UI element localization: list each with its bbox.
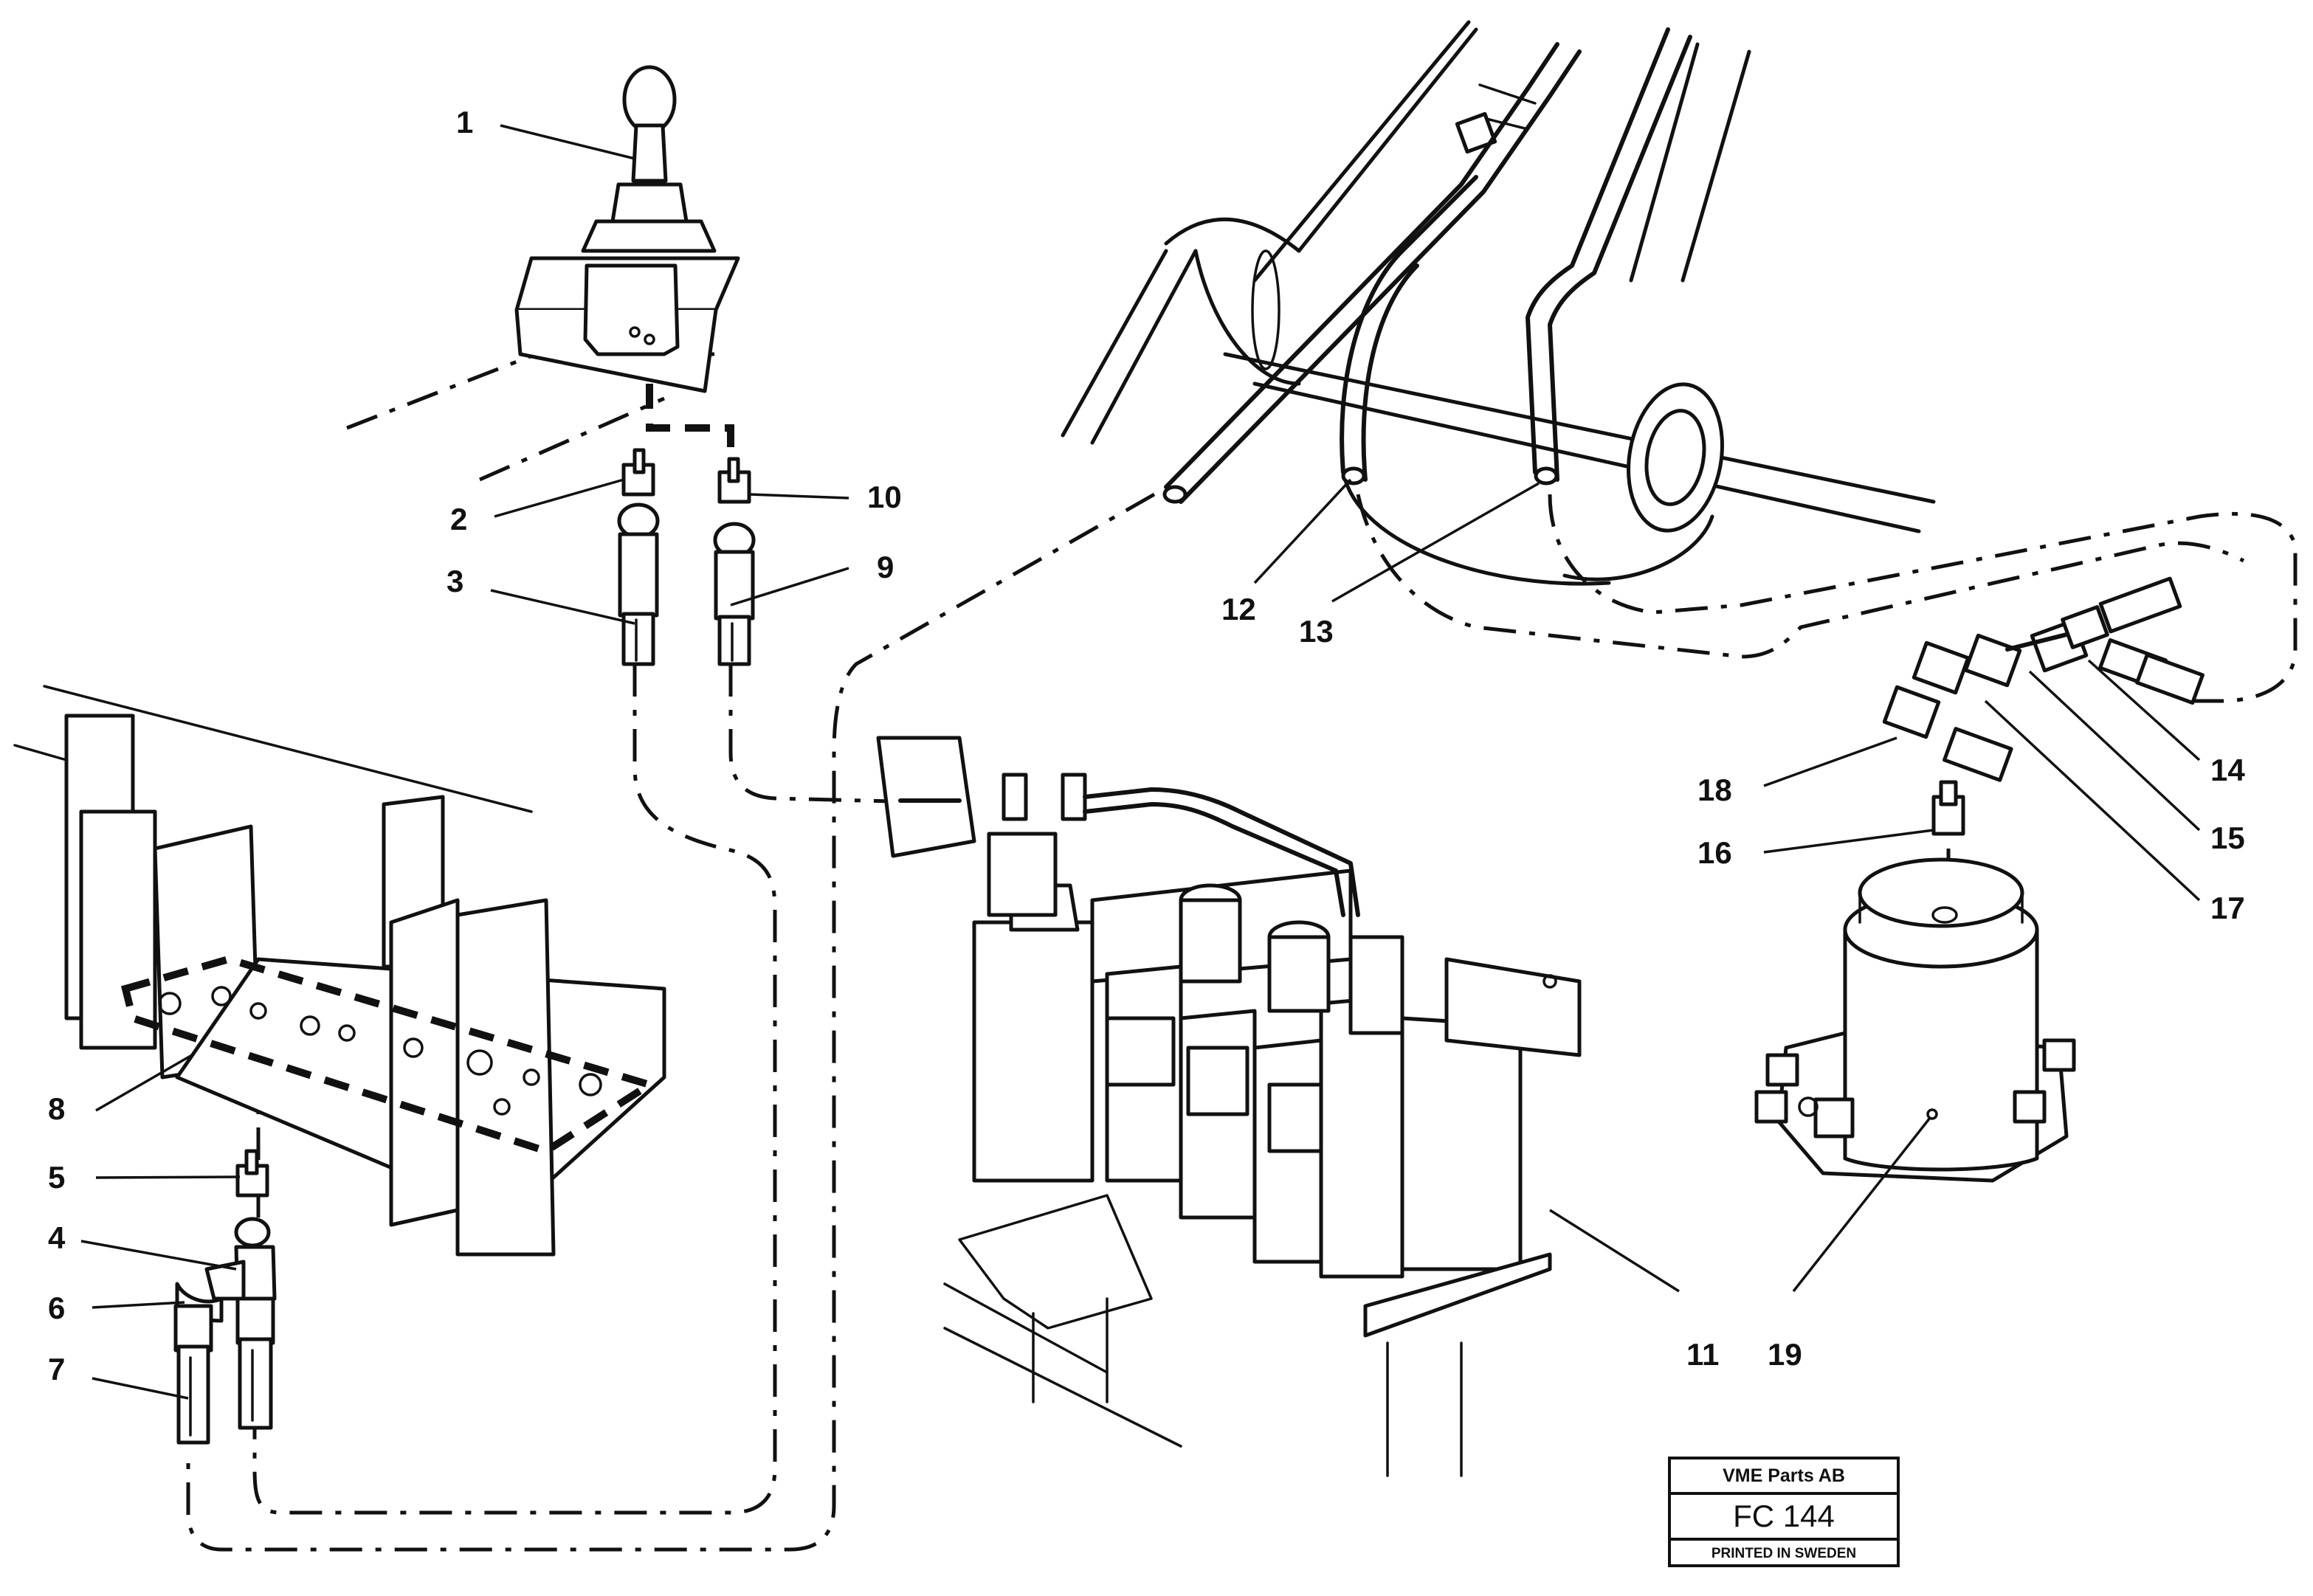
callout-16: 16 [1697,835,1732,870]
callout-9: 9 [877,550,894,584]
tee-fitting-assembly [1882,576,2205,836]
fittings-lower [173,1149,277,1445]
callout-2: 2 [450,502,467,536]
callout-8: 8 [48,1091,65,1126]
callout-7: 7 [48,1352,65,1386]
callout-1: 1 [456,105,473,139]
callout-17: 17 [2210,891,2245,925]
callout-6: 6 [48,1291,65,1325]
callout-19: 19 [1768,1337,1802,1372]
solenoid-valve-bank [876,736,1582,1477]
callout-10: 10 [867,480,902,514]
printed-note: PRINTED IN SWEDEN [1711,1546,1857,1561]
pipe-12 [1162,42,1582,504]
boom-arm [1061,20,1936,586]
callout-5: 5 [48,1160,65,1195]
control-lever [514,65,740,393]
company-name: VME Parts AB [1671,1459,1897,1495]
hose-routes [186,308,2298,1552]
callout-3: 3 [447,564,463,598]
callout-14: 14 [2210,753,2245,787]
callout-11: 11 [1686,1337,1719,1372]
callout-12: 12 [1221,592,1256,626]
callout-15: 15 [2210,821,2245,855]
leader-lines [80,124,2201,1400]
callout-4: 4 [48,1220,66,1255]
title-block: VME Parts AB FC 144 PRINTED IN SWEDEN [1668,1457,1900,1567]
fittings-upper [617,448,756,666]
callout-13: 13 [1299,614,1334,649]
pipe-13 [1526,27,1692,486]
drawing-code: FC 144 [1671,1495,1897,1541]
accumulator [1754,857,2076,1183]
valve-block-left [13,685,666,1257]
callout-18: 18 [1697,773,1732,807]
callouts: 1 2 3 4 5 6 7 8 9 10 11 12 13 14 15 16 1… [48,105,2245,1386]
